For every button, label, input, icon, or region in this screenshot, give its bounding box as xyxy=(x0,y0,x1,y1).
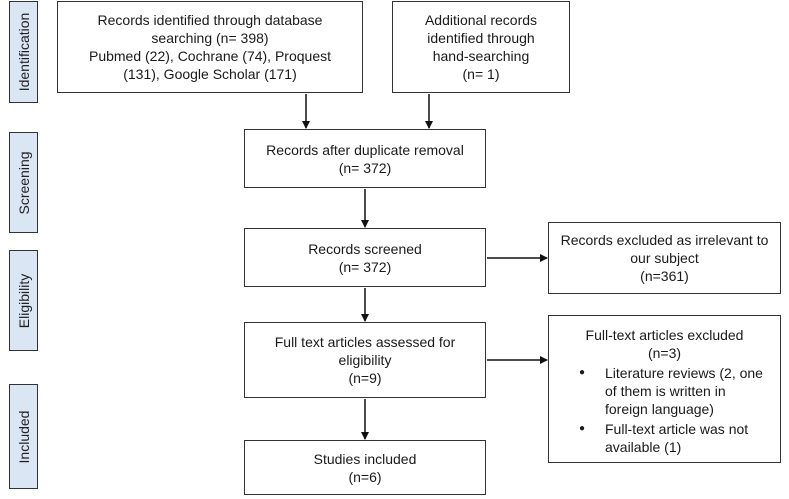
exclusion-reason-2-line-1: Full-text article was not xyxy=(605,421,749,437)
full-text-excluded-title: Full-text articles excluded xyxy=(585,327,744,343)
full-text-assessed-box: Full text articles assessed for eligibil… xyxy=(244,322,486,398)
exclusion-reason-2-line-2: available (1) xyxy=(605,439,682,455)
full-text-excluded-count: (n=3) xyxy=(647,345,682,361)
hand-search-box: Additional records identified through ha… xyxy=(392,1,570,93)
full-text-assessed-line-3: (n=9) xyxy=(348,370,382,386)
hand-search-line-4: (n= 1) xyxy=(462,66,500,82)
stage-included: Included xyxy=(9,384,38,489)
database-search-line-4: (131), Google Scholar (171) xyxy=(123,66,297,82)
database-search-line-3: Pubmed (22), Cochrane (74), Proquest xyxy=(88,48,331,64)
records-screened-line-1: Records screened xyxy=(308,240,422,257)
stage-screening: Screening xyxy=(9,132,38,233)
exclusion-reason-literature-reviews: Literature reviews (2, one of them is wr… xyxy=(549,364,780,418)
excluded-irrelevant-line-1: Records excluded as irrelevant to xyxy=(560,232,769,248)
database-search-line-1: Records identified through database xyxy=(97,12,323,28)
full-text-assessed-line-2: eligibility xyxy=(338,352,392,368)
duplicate-removal-box: Records after duplicate removal (n= 372) xyxy=(244,129,486,188)
excluded-irrelevant-box: Records excluded as irrelevant to our su… xyxy=(548,222,781,294)
hand-search-line-1: Additional records xyxy=(424,12,538,28)
records-screened-box: Records screened (n= 372) xyxy=(244,228,486,287)
exclusion-reason-1-line-2: of them is written in xyxy=(605,383,726,399)
studies-included-box: Studies included (n=6) xyxy=(244,440,486,495)
full-text-assessed-line-1: Full text articles assessed for xyxy=(274,334,456,350)
hand-search-line-2: identified through xyxy=(427,30,535,46)
exclusion-reason-1-line-1: Literature reviews (2, one xyxy=(605,365,763,381)
database-search-box: Records identified through database sear… xyxy=(57,1,363,93)
hand-search-line-3: hand-searching xyxy=(432,48,530,64)
excluded-irrelevant-line-2: our subject xyxy=(630,250,699,266)
studies-included-line-2: (n=6) xyxy=(348,468,382,485)
records-screened-line-2: (n= 372) xyxy=(338,258,392,275)
excluded-irrelevant-line-3: (n=361) xyxy=(640,268,689,284)
stage-identification: Identification xyxy=(9,1,38,103)
duplicate-removal-line-1: Records after duplicate removal xyxy=(266,141,464,158)
duplicate-removal-line-2: (n= 372) xyxy=(338,159,392,176)
exclusion-reason-1-line-3: foreign language) xyxy=(605,401,714,417)
exclusion-reasons-list: Literature reviews (2, one of them is wr… xyxy=(549,362,780,456)
studies-included-line-1: Studies included xyxy=(313,450,417,467)
full-text-excluded-box: Full-text articles excluded (n=3) Litera… xyxy=(548,315,781,463)
stage-eligibility: Eligibility xyxy=(9,250,38,351)
database-search-line-2: searching (n= 398) xyxy=(151,30,269,46)
exclusion-reason-not-available: Full-text article was not available (1) xyxy=(549,420,780,456)
